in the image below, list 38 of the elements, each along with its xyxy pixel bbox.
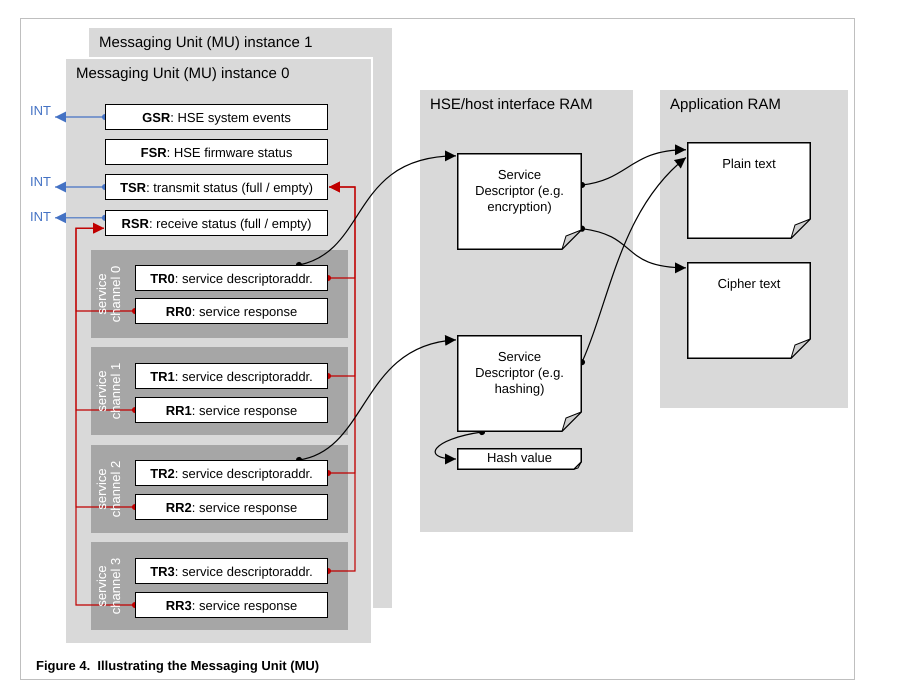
panel-title: Messaging Unit (MU) instance 1 [99, 34, 312, 51]
document-card: Hash value [457, 448, 582, 470]
register-box: RR3: service response [135, 592, 328, 618]
document-card: Plain text [687, 142, 811, 239]
channel-label: service channel 3 [95, 556, 123, 616]
register-box: FSR: HSE firmware status [105, 139, 328, 165]
memory-panel [660, 90, 848, 408]
register-box: TR2: service descriptoraddr. [135, 460, 328, 486]
figure-caption: Figure 4. Illustrating the Messaging Unit (MU) [36, 658, 320, 673]
register-box: TR3: service descriptoraddr. [135, 558, 328, 584]
memory-panel [66, 59, 371, 643]
channel-panel [91, 347, 348, 435]
document-card: Cipher text [687, 262, 811, 359]
memory-panel [420, 90, 633, 532]
channel-label: service channel 0 [95, 264, 123, 324]
register-box: RR2: service response [135, 494, 328, 520]
channel-panel [91, 542, 348, 630]
channel-label: service channel 1 [95, 362, 123, 422]
document-card: Service Descriptor (e.g. encryption) [457, 153, 582, 250]
panel-title: Application RAM [670, 96, 781, 113]
register-box: RSR: receive status (full / empty) [105, 210, 328, 236]
interrupt-label: INT [30, 209, 54, 225]
document-card: Service Descriptor (e.g. hashing) [457, 335, 582, 432]
register-box: TR0: service descriptoraddr. [135, 265, 328, 291]
register-box: GSR: HSE system events [105, 104, 328, 130]
channel-panel [91, 250, 348, 338]
channel-panel [91, 445, 348, 533]
interrupt-label: INT [30, 174, 54, 190]
memory-panel [89, 28, 392, 59]
register-box: RR0: service response [135, 298, 328, 324]
panel-title: HSE/host interface RAM [430, 96, 593, 113]
arrow [578, 226, 686, 273]
interrupt-label: INT [30, 103, 54, 119]
register-box: RR1: service response [135, 397, 328, 423]
register-box: TR1: service descriptoraddr. [135, 363, 328, 389]
channel-label: service channel 2 [95, 460, 123, 520]
register-box: TSR: transmit status (full / empty) [105, 174, 328, 200]
panel-title: Messaging Unit (MU) instance 0 [76, 65, 290, 82]
